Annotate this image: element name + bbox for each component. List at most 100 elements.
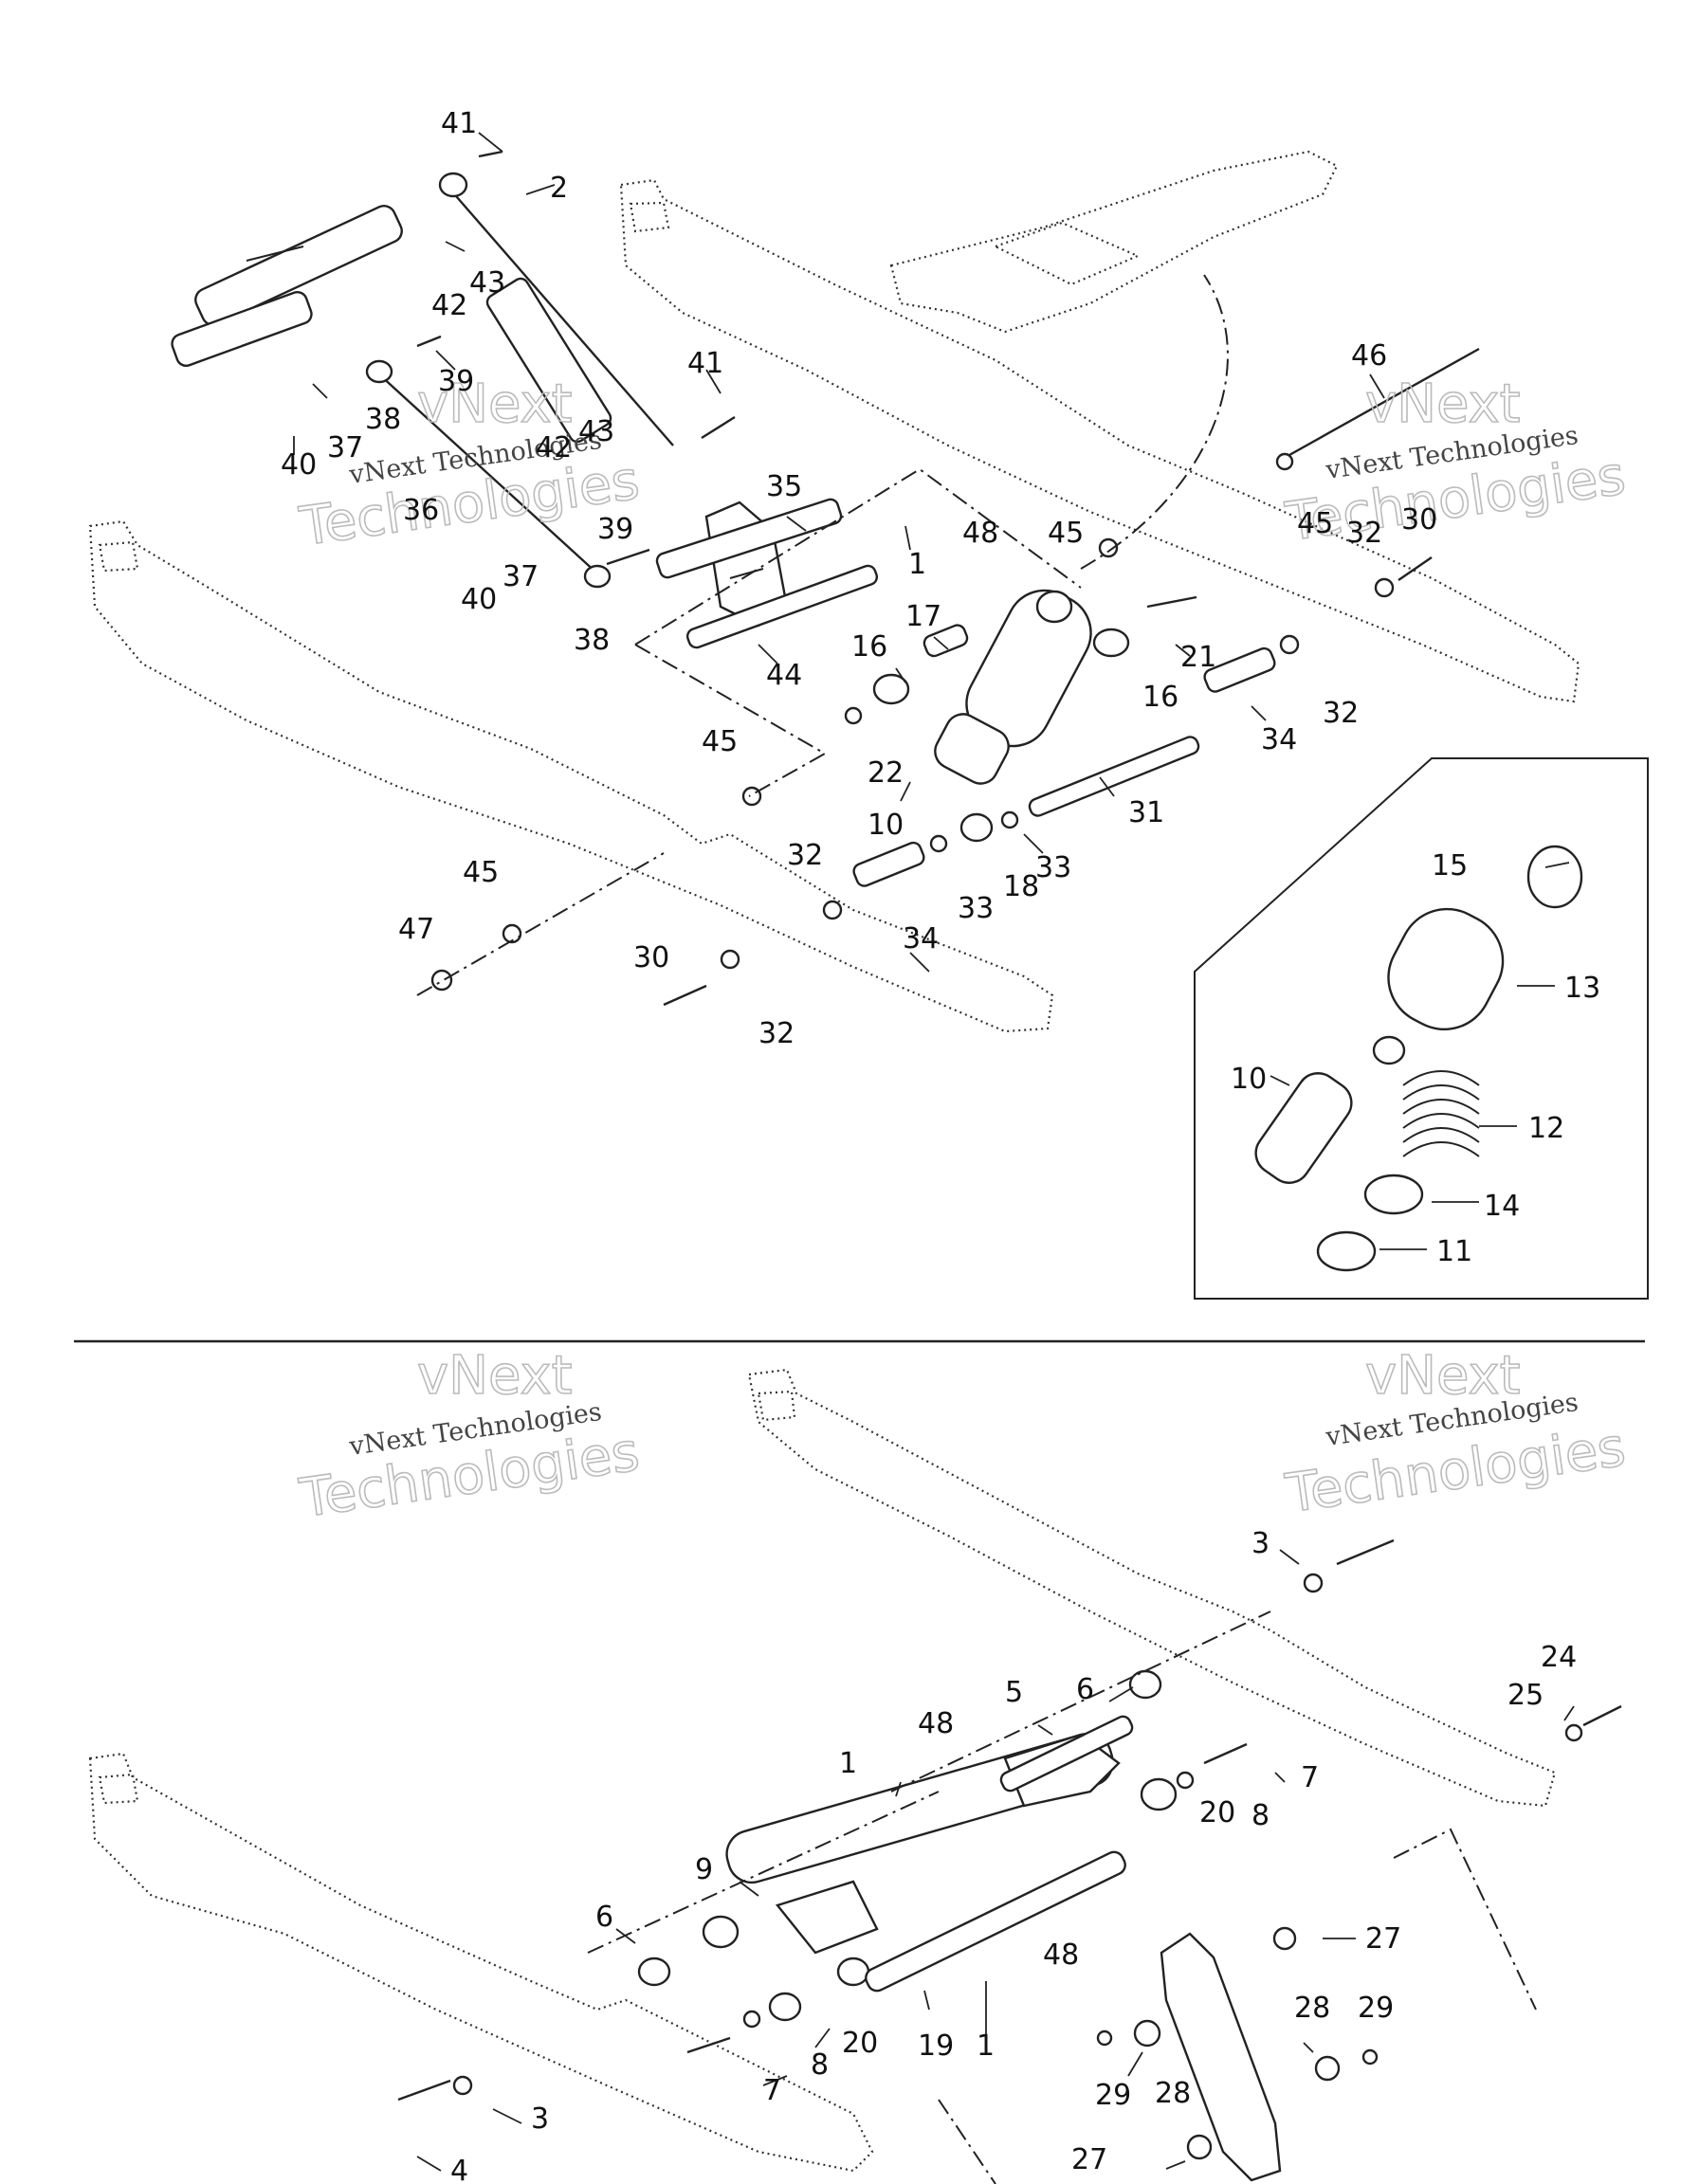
callout-top: 43 xyxy=(469,266,505,300)
callout-top: 31 xyxy=(1128,796,1164,829)
callout-top: 40 xyxy=(461,583,497,616)
callout-top: 12 xyxy=(1528,1112,1564,1145)
callout-bottom: 48 xyxy=(918,1707,954,1740)
callout-bottom: 29 xyxy=(1358,1992,1394,2025)
callout-top: 40 xyxy=(281,448,317,482)
callout-top: 30 xyxy=(633,941,669,974)
callout-top: 13 xyxy=(1564,972,1600,1005)
callout-top: 15 xyxy=(1432,849,1468,883)
callout-bottom: 8 xyxy=(811,2048,829,2082)
callout-top: 48 xyxy=(962,517,998,550)
callouts-top: 41 2 43 42 39 38 37 40 41 43 42 36 39 35… xyxy=(281,107,1600,1268)
callout-bottom: 9 xyxy=(695,1853,713,1886)
callout-top: 45 xyxy=(1297,507,1333,540)
callout-top: 44 xyxy=(766,659,802,692)
spacers-bottom xyxy=(452,1573,1583,2096)
callout-top: 14 xyxy=(1484,1190,1520,1223)
link-bracket-bottom xyxy=(1096,1926,1379,2182)
callout-top: 38 xyxy=(365,403,401,436)
callout-bottom: 19 xyxy=(918,2029,954,2063)
callout-top: 42 xyxy=(431,289,467,322)
left-rail-bottom xyxy=(88,1752,874,2173)
callout-bottom: 25 xyxy=(1507,1679,1544,1712)
callout-bottom: 28 xyxy=(1155,2077,1191,2110)
callout-bottom: 3 xyxy=(1251,1527,1270,1560)
callout-bottom: 7 xyxy=(763,2074,781,2107)
callout-top: 39 xyxy=(597,513,633,546)
link-rod xyxy=(438,172,674,446)
spacers-right xyxy=(502,452,1395,970)
watermark-bottom-right: vNext vNext Technologies Technologies xyxy=(1281,1344,1630,1526)
callout-top: 33 xyxy=(958,892,994,925)
callouts-bottom: 3 24 25 6 5 48 1 7 20 8 9 6 48 20 8 7 19… xyxy=(450,1527,1577,2184)
callout-top: 1 xyxy=(908,548,926,581)
right-rail-bottom xyxy=(747,1368,1557,1808)
watermark-top-right: vNext vNext Technologies Technologies xyxy=(1281,373,1630,555)
callout-bottom: 27 xyxy=(1365,1922,1401,1956)
leader-lines xyxy=(293,132,1575,2172)
upper-arm-dotted xyxy=(889,150,1339,334)
shaft-19 xyxy=(865,1850,1126,1993)
callout-top: 17 xyxy=(905,600,941,633)
callout-top: 45 xyxy=(702,725,738,758)
callout-top: 35 xyxy=(766,470,802,503)
callout-top: 46 xyxy=(1351,339,1387,373)
guide-lines-bottom xyxy=(587,1611,1537,2184)
callout-top: 37 xyxy=(327,431,363,464)
callout-bottom: 6 xyxy=(595,1901,613,1934)
shaft-5 xyxy=(999,1715,1134,1793)
bracket-35 xyxy=(655,498,843,628)
callout-top: 37 xyxy=(502,560,539,593)
callout-top: 47 xyxy=(398,913,434,946)
bolts-bottom xyxy=(397,1538,1622,2102)
callout-top: 38 xyxy=(574,624,610,657)
callout-top: 30 xyxy=(1401,503,1437,537)
link-36 xyxy=(365,359,612,589)
callout-bottom: 1 xyxy=(977,2029,995,2063)
callout-bottom: 3 xyxy=(531,2102,549,2136)
callout-top: 22 xyxy=(868,756,904,790)
callout-bottom: 27 xyxy=(1071,2143,1107,2176)
shaft-44 xyxy=(685,564,879,649)
callout-top: 32 xyxy=(1323,697,1359,730)
callout-top: 41 xyxy=(687,347,723,380)
callout-bottom: 20 xyxy=(1199,1796,1235,1829)
callout-top: 45 xyxy=(463,856,499,889)
callout-bottom: 8 xyxy=(1251,1799,1270,1832)
callout-top: 16 xyxy=(851,630,887,664)
callout-bottom: 7 xyxy=(1301,1761,1319,1794)
callout-bottom: 28 xyxy=(1294,1992,1330,2025)
callout-top: 10 xyxy=(1231,1063,1267,1096)
callout-top: 33 xyxy=(1035,851,1071,884)
svg-text:vNext: vNext xyxy=(1365,373,1521,435)
svg-text:vNext: vNext xyxy=(417,1345,573,1407)
shock-exploded-inset xyxy=(1194,757,1649,1300)
callout-top: 11 xyxy=(1436,1235,1472,1268)
guide-lines-top xyxy=(416,274,1229,996)
callout-top: 18 xyxy=(1003,870,1039,903)
shock-absorber-center xyxy=(934,589,1092,785)
watermark-bottom-left: vNext vNext Technologies Technologies xyxy=(295,1344,644,1531)
callout-top: 34 xyxy=(1261,723,1297,756)
callout-top: 21 xyxy=(1180,641,1216,674)
bolts-top xyxy=(416,150,1480,1007)
callout-top: 32 xyxy=(758,1017,795,1050)
callout-top: 32 xyxy=(1346,517,1382,550)
callout-bottom: 1 xyxy=(839,1747,857,1780)
callout-top: 39 xyxy=(438,365,474,398)
callout-bottom: 24 xyxy=(1541,1641,1577,1674)
callout-bottom: 5 xyxy=(1005,1676,1023,1709)
callout-bottom: 29 xyxy=(1095,2079,1131,2112)
callout-top: 34 xyxy=(903,922,939,956)
front-arm-assembly xyxy=(171,205,403,368)
callout-top: 32 xyxy=(787,839,823,872)
svg-text:vNext: vNext xyxy=(1365,1345,1521,1407)
callout-top: 43 xyxy=(578,415,614,448)
callout-top: 10 xyxy=(868,809,904,842)
callout-bottom: 48 xyxy=(1043,1938,1079,1972)
callout-bottom: 20 xyxy=(842,2027,878,2060)
callout-bottom: 6 xyxy=(1076,1673,1094,1706)
callout-bottom: 4 xyxy=(450,2155,468,2184)
svg-text:vNext: vNext xyxy=(417,373,573,435)
